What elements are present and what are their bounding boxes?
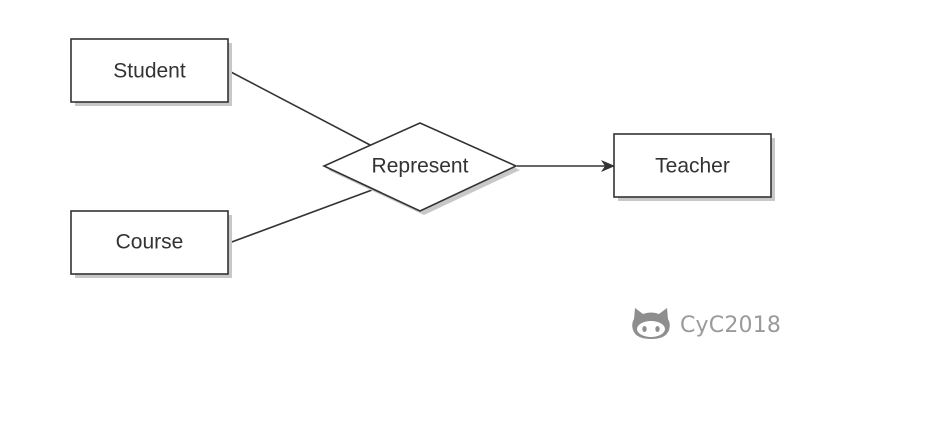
entity-teacher[interactable]: Teacher — [613, 133, 775, 201]
entity-teacher-label: Teacher — [655, 155, 730, 178]
entity-course[interactable]: Course — [70, 210, 232, 278]
connector-course-represent — [228, 189, 373, 244]
connector-student-represent — [228, 70, 373, 147]
github-octocat-icon — [630, 305, 672, 346]
relationship-represent[interactable]: Represent — [322, 122, 520, 215]
entity-student[interactable]: Student — [70, 38, 232, 106]
entity-student-label: Student — [113, 60, 186, 83]
relationship-represent-label: Represent — [372, 155, 469, 178]
watermark-text: CyC2018 — [680, 312, 782, 338]
entity-course-label: Course — [116, 231, 184, 254]
watermark: CyC2018 — [630, 307, 781, 343]
